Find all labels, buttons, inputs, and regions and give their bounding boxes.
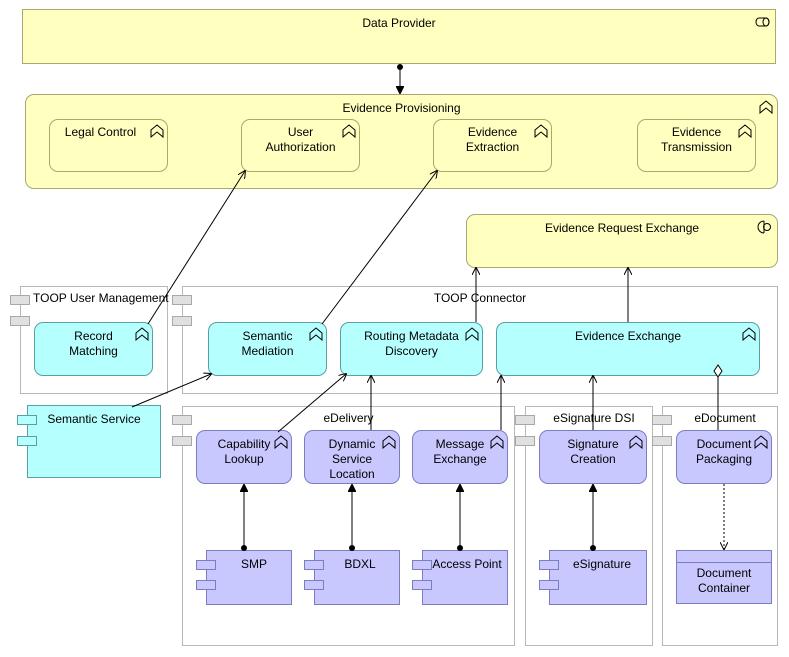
toop-user-management-label: TOOP User Management	[33, 291, 169, 305]
component-tab-icon	[172, 415, 192, 425]
esignature-dsi-label: eSignature DSI	[553, 411, 635, 425]
message-exchange-label: Message Exchange	[433, 437, 487, 466]
document-packaging-function[interactable]: Document Packaging	[676, 430, 772, 484]
function-icon	[742, 327, 756, 341]
edelivery-label: eDelivery	[323, 411, 374, 425]
esignature-label: eSignature	[572, 557, 632, 571]
legal-control-function[interactable]: Legal Control	[49, 119, 168, 172]
smp-component[interactable]: SMP	[206, 550, 292, 605]
component-tab-icon	[172, 295, 192, 305]
capability-lookup-function[interactable]: Capability Lookup	[196, 430, 292, 484]
data-object-header-line	[677, 562, 771, 563]
component-tab-icon	[539, 560, 559, 570]
component-tab-icon	[304, 560, 324, 570]
data-provider[interactable]: Data Provider	[22, 9, 776, 64]
semantic-mediation-label: Semantic Mediation	[241, 329, 294, 358]
component-tab-icon	[17, 415, 37, 425]
function-icon	[382, 435, 396, 449]
function-icon	[759, 100, 773, 114]
component-tab-icon	[196, 560, 216, 570]
function-icon	[309, 327, 323, 341]
evidence-extraction-label: Evidence Extraction	[465, 125, 520, 154]
access-point-component[interactable]: Access Point	[422, 550, 508, 605]
function-icon	[150, 124, 164, 138]
link-semantic-service-mediation	[131, 374, 211, 408]
component-tab-icon	[17, 436, 37, 446]
edocument-label: eDocument	[694, 411, 756, 425]
semantic-mediation-function[interactable]: Semantic Mediation	[208, 322, 327, 376]
role-icon	[755, 17, 770, 27]
component-tab-icon	[10, 295, 30, 305]
routing-metadata-discovery-label: Routing Metadata Discovery	[364, 329, 459, 358]
user-authorization-label: User Authorization	[265, 125, 336, 154]
component-tab-icon	[515, 415, 535, 425]
esignature-component[interactable]: eSignature	[549, 550, 647, 605]
component-tab-icon	[196, 580, 216, 590]
toop-connector-label: TOOP Connector	[433, 291, 527, 305]
evidence-exchange-label: Evidence Exchange	[574, 329, 682, 343]
function-icon	[135, 327, 149, 341]
dynamic-service-location-function[interactable]: Dynamic Service Location	[304, 430, 400, 484]
document-container-data-object[interactable]: Document Container	[676, 550, 772, 604]
evidence-request-exchange-label: Evidence Request Exchange	[544, 221, 700, 235]
evidence-extraction-function[interactable]: Evidence Extraction	[433, 119, 552, 172]
component-tab-icon	[539, 580, 559, 590]
component-tab-icon	[172, 316, 192, 326]
component-tab-icon	[412, 560, 432, 570]
component-tab-icon	[652, 415, 672, 425]
function-icon	[754, 435, 768, 449]
message-exchange-function[interactable]: Message Exchange	[412, 430, 508, 484]
component-tab-icon	[412, 580, 432, 590]
bdxl-component[interactable]: BDXL	[314, 550, 400, 605]
user-authorization-function[interactable]: User Authorization	[241, 119, 360, 172]
function-icon	[629, 435, 643, 449]
interface-icon	[757, 220, 771, 234]
data-provider-label: Data Provider	[362, 16, 436, 30]
record-matching-label: Record Matching	[69, 329, 118, 358]
link-semantic-mediation-extraction	[321, 171, 437, 325]
document-container-label: Document Container	[696, 566, 752, 595]
component-tab-icon	[652, 436, 672, 446]
dynamic-service-location-label: Dynamic Service Location	[328, 437, 376, 481]
bdxl-label: BDXL	[344, 557, 376, 571]
function-icon	[342, 124, 356, 138]
access-point-label: Access Point	[432, 557, 502, 571]
component-tab-icon	[172, 436, 192, 446]
component-tab-icon	[10, 316, 30, 326]
signature-creation-function[interactable]: Signature Creation	[539, 430, 647, 484]
function-icon	[465, 327, 479, 341]
evidence-request-exchange[interactable]: Evidence Request Exchange	[466, 214, 778, 268]
function-icon	[534, 124, 548, 138]
smp-label: SMP	[240, 557, 267, 571]
document-packaging-label: Document Packaging	[695, 437, 753, 466]
function-icon	[490, 435, 504, 449]
component-tab-icon	[304, 580, 324, 590]
function-icon	[274, 435, 288, 449]
semantic-service-label: Semantic Service	[47, 412, 141, 426]
function-icon	[738, 124, 752, 138]
evidence-transmission-function[interactable]: Evidence Transmission	[637, 119, 756, 172]
link-record-matching-user-auth	[147, 171, 245, 325]
evidence-exchange-function[interactable]: Evidence Exchange	[496, 322, 760, 376]
record-matching-function[interactable]: Record Matching	[34, 322, 153, 376]
capability-lookup-label: Capability Lookup	[217, 437, 271, 466]
legal-control-label: Legal Control	[64, 125, 137, 139]
evidence-provisioning-label: Evidence Provisioning	[342, 101, 461, 115]
evidence-transmission-label: Evidence Transmission	[661, 125, 732, 154]
routing-metadata-discovery-function[interactable]: Routing Metadata Discovery	[340, 322, 483, 376]
semantic-service-component[interactable]: Semantic Service	[27, 405, 161, 478]
component-tab-icon	[515, 436, 535, 446]
signature-creation-label: Signature Creation	[567, 437, 619, 466]
link-capability-routing	[277, 374, 346, 433]
